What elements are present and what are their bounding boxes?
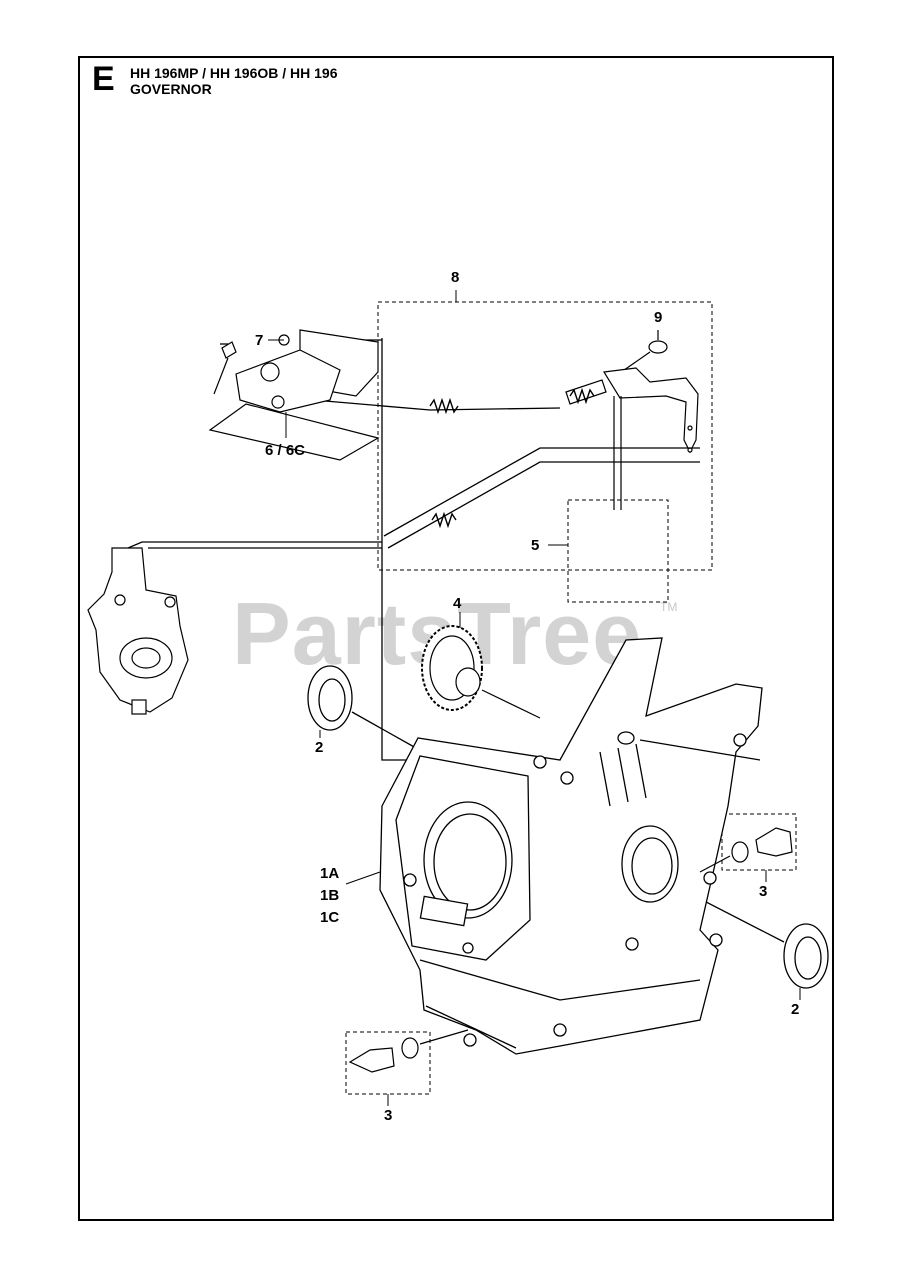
part-5-box: [567, 499, 669, 603]
governor-arm: [565, 330, 699, 510]
crankcase: [379, 637, 763, 1055]
drain-bolts: [348, 827, 793, 1073]
callout-3-right: 3: [759, 883, 768, 900]
callout-4: 4: [453, 595, 462, 612]
carburetor: [87, 547, 189, 715]
callout-9: 9: [654, 309, 663, 326]
callout-5: 5: [531, 537, 540, 554]
part-3-right-box: [721, 813, 797, 871]
model-line: HH 196MP / HH 196OB / HH 196: [130, 65, 338, 81]
callout-8: 8: [451, 269, 460, 286]
section-letter: E: [92, 60, 115, 98]
control-bracket: [208, 329, 380, 461]
callout-1a: 1A: [320, 865, 340, 882]
callout-7: 7: [255, 332, 264, 349]
callout-2-right: 2: [791, 1001, 800, 1018]
diagram-frame: [78, 56, 834, 1221]
oil-seals: [307, 665, 829, 989]
section-title: GOVERNOR: [130, 81, 212, 97]
part-3-bottom-box: [345, 1031, 431, 1095]
callout-1b: 1B: [320, 887, 340, 904]
callout-1c: 1C: [320, 909, 340, 926]
callout-2-left: 2: [315, 739, 324, 756]
governor-gear: [421, 625, 541, 719]
callout-3-bottom: 3: [384, 1107, 393, 1124]
watermark-trademark: TM: [660, 600, 678, 614]
callout-6-6c: 6 / 6C: [265, 442, 306, 459]
